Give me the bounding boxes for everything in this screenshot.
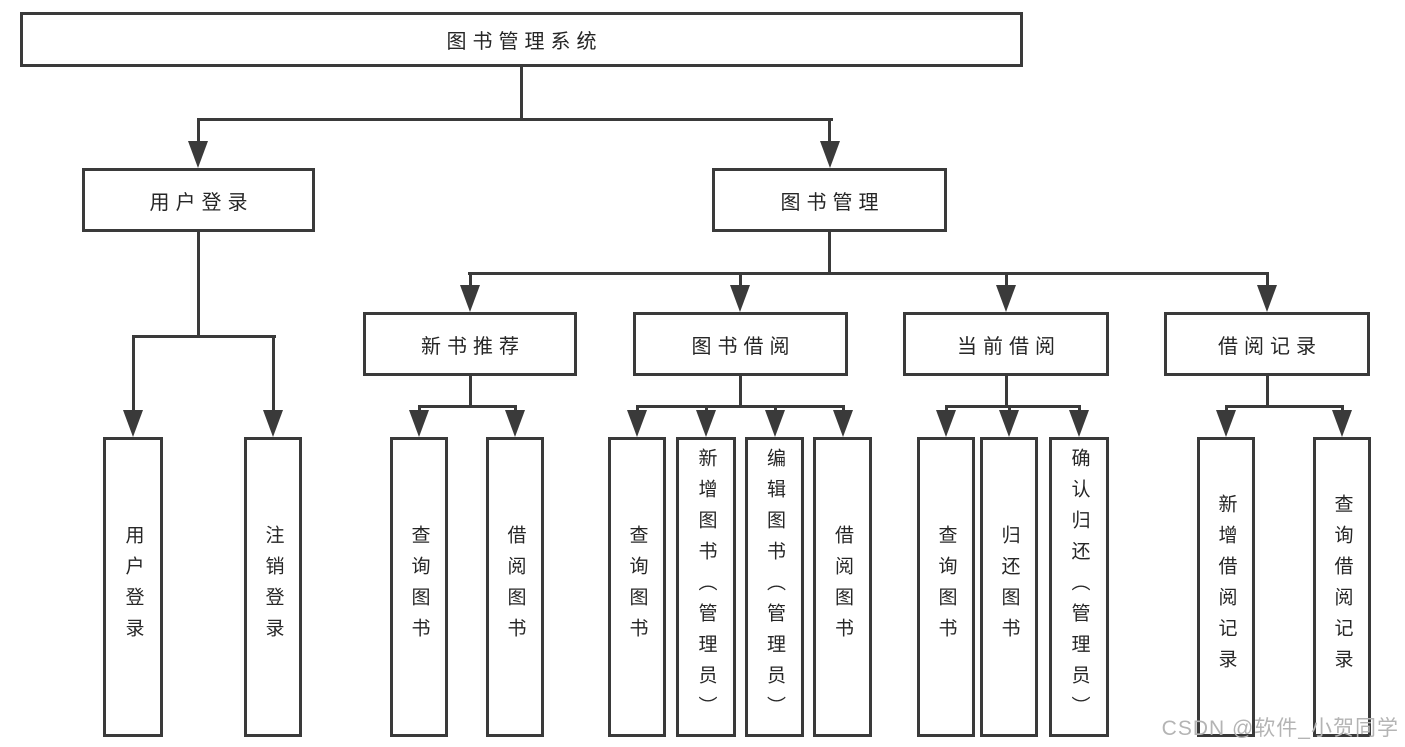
- connector-leaf-rail: [636, 405, 845, 408]
- connector-drop: [469, 272, 472, 289]
- node-current-borrowing: 当前借阅: [903, 312, 1109, 376]
- leaf-query-books-recommend: 查询图书: [390, 437, 448, 737]
- arrowhead-icon: [263, 410, 283, 437]
- arrowhead-icon: [996, 285, 1016, 312]
- connector-level1-rail: [197, 118, 833, 121]
- connector-level3-rail: [468, 272, 1269, 275]
- leaf-edit-books-admin: 编辑图书（管理员）: [745, 437, 804, 737]
- connector-root-trunk: [520, 67, 523, 121]
- node-label: 用户登录: [149, 191, 254, 214]
- node-label: 图书借阅: [691, 335, 796, 358]
- leaf-label: 新增借阅记录: [1215, 494, 1237, 680]
- node-label: 当前借阅: [957, 335, 1061, 358]
- connector-drop: [842, 405, 845, 413]
- connector-drop: [1225, 405, 1228, 413]
- leaf-query-borrow-record: 查询借阅记录: [1313, 437, 1371, 737]
- leaf-label: 新增图书（管理员）: [695, 447, 717, 727]
- arrowhead-icon: [820, 141, 840, 168]
- leaf-return-books: 归还图书: [980, 437, 1038, 737]
- arrowhead-icon: [460, 285, 480, 312]
- connector-drop: [1341, 405, 1344, 413]
- connector-drop: [418, 405, 421, 413]
- leaf-label: 查询图书: [408, 525, 430, 649]
- connector-drop: [945, 405, 948, 413]
- leaf-label: 用户登录: [122, 525, 144, 649]
- connector-drop: [636, 405, 639, 413]
- leaf-borrow-books-recommend: 借阅图书: [486, 437, 544, 737]
- arrowhead-icon: [505, 410, 525, 437]
- connector-leaf-rail: [1225, 405, 1344, 408]
- leaf-user-login: 用户登录: [103, 437, 163, 737]
- connector-trunk: [1266, 374, 1269, 408]
- leaf-add-borrow-record: 新增借阅记录: [1197, 437, 1255, 737]
- connector-drop: [1005, 272, 1008, 289]
- arrowhead-icon: [999, 410, 1019, 437]
- arrowhead-icon: [730, 285, 750, 312]
- arrowhead-icon: [1257, 285, 1277, 312]
- connector-drop: [828, 118, 831, 144]
- leaf-label: 注销登录: [262, 525, 284, 649]
- node-new-book-recommendation: 新书推荐: [363, 312, 577, 376]
- node-borrowing-records: 借阅记录: [1164, 312, 1370, 376]
- leaf-label: 查询图书: [626, 525, 648, 649]
- leaf-label: 借阅图书: [504, 525, 526, 649]
- arrowhead-icon: [1332, 410, 1352, 437]
- node-label: 图书管理系统: [446, 31, 603, 53]
- leaf-query-books-borrow: 查询图书: [608, 437, 666, 737]
- leaf-query-books-current: 查询图书: [917, 437, 975, 737]
- leaf-add-books-admin: 新增图书（管理员）: [676, 437, 736, 737]
- connector-drop: [774, 405, 777, 413]
- connector-book-mgmt-trunk: [828, 232, 831, 275]
- leaf-label: 借阅图书: [832, 525, 853, 649]
- connector-trunk: [739, 374, 742, 408]
- leaf-label: 归还图书: [998, 525, 1020, 649]
- connector-leaf-rail: [945, 405, 1081, 408]
- arrowhead-icon: [1216, 410, 1236, 437]
- connector-trunk: [469, 374, 472, 408]
- node-label: 借阅记录: [1218, 335, 1322, 358]
- leaf-label: 确认归还（管理员）: [1068, 447, 1090, 727]
- connector-drop: [514, 405, 517, 413]
- node-user-login: 用户登录: [82, 168, 315, 232]
- connector-drop: [739, 272, 742, 289]
- connector-leaf-rail: [418, 405, 517, 408]
- arrowhead-icon: [833, 410, 853, 437]
- arrowhead-icon: [188, 141, 208, 168]
- connector-user-login-trunk: [197, 232, 200, 338]
- leaf-borrow-books: 借阅图书: [813, 437, 872, 737]
- connector-drop: [1008, 405, 1011, 413]
- node-label: 新书推荐: [421, 335, 525, 358]
- connector-drop: [705, 405, 708, 413]
- connector-drop: [272, 335, 275, 413]
- arrowhead-icon: [765, 410, 785, 437]
- arrowhead-icon: [409, 410, 429, 437]
- node-book-management: 图书管理: [712, 168, 947, 232]
- leaf-label: 查询图书: [935, 525, 957, 649]
- arrowhead-icon: [627, 410, 647, 437]
- connector-drop: [197, 118, 200, 144]
- connector-user-login-rail: [132, 335, 276, 338]
- connector-drop: [1078, 405, 1081, 413]
- leaf-label: 查询借阅记录: [1331, 494, 1353, 680]
- leaf-confirm-return-admin: 确认归还（管理员）: [1049, 437, 1109, 737]
- arrowhead-icon: [1069, 410, 1089, 437]
- arrowhead-icon: [696, 410, 716, 437]
- node-label: 图书管理: [780, 191, 885, 214]
- arrowhead-icon: [123, 410, 143, 437]
- node-book-borrowing: 图书借阅: [633, 312, 848, 376]
- connector-drop: [132, 335, 135, 413]
- arrowhead-icon: [936, 410, 956, 437]
- csdn-watermark: CSDN @软件_小贺同学: [1161, 717, 1399, 740]
- connector-drop: [1266, 272, 1269, 289]
- connector-trunk: [1005, 374, 1008, 408]
- node-library-management-system: 图书管理系统: [20, 12, 1023, 67]
- leaf-logout: 注销登录: [244, 437, 302, 737]
- leaf-label: 编辑图书（管理员）: [764, 447, 785, 727]
